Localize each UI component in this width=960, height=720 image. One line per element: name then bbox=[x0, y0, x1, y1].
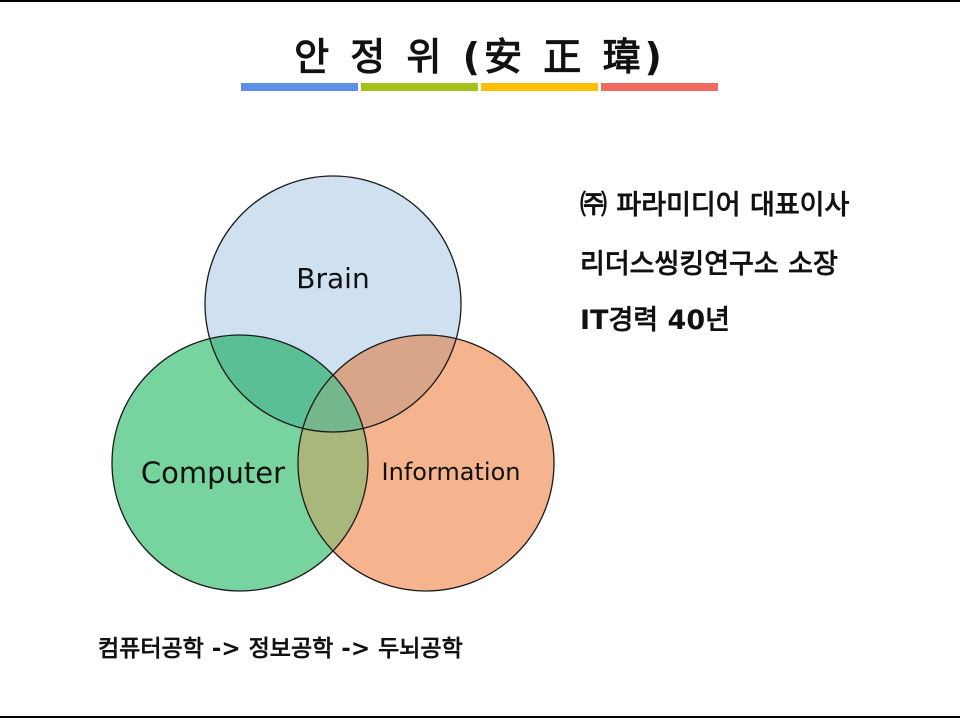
title-accent-bar-yellow bbox=[481, 83, 598, 91]
profile-line-experience: IT경력 40년 bbox=[580, 305, 730, 336]
top-border bbox=[0, 0, 960, 2]
venn-overlap-brain-information-group bbox=[298, 335, 461, 432]
title-accent-bar-green bbox=[361, 83, 478, 91]
venn-overlap-brain-computer bbox=[205, 335, 368, 432]
profile-line-company: ㈜ 파라미디어 대표이사 bbox=[580, 190, 850, 221]
venn-diagram: Brain Computer Information bbox=[100, 165, 570, 605]
venn-overlap-brain-computer-group bbox=[205, 335, 368, 432]
title-accent-bar-red bbox=[601, 83, 718, 91]
venn-svg: Brain Computer Information bbox=[111, 175, 555, 592]
page-title: 안 정 위 (安 正 瑋) bbox=[294, 35, 666, 79]
profile-line-institute: 리더스씽킹연구소 소장 bbox=[580, 249, 838, 280]
venn-outline-information bbox=[297, 334, 555, 592]
venn-label-computer: Computer bbox=[141, 456, 285, 490]
venn-outline-computer bbox=[111, 334, 369, 592]
title-accent-bar-blue bbox=[241, 83, 358, 91]
bottom-border bbox=[0, 716, 960, 718]
venn-label-information: Information bbox=[382, 458, 521, 486]
venn-outline-brain bbox=[204, 175, 462, 433]
venn-overlap-brain-information bbox=[298, 335, 461, 432]
career-path-caption: 컴퓨터공학 -> 정보공학 -> 두뇌공학 bbox=[98, 636, 463, 662]
venn-label-brain: Brain bbox=[296, 262, 369, 295]
